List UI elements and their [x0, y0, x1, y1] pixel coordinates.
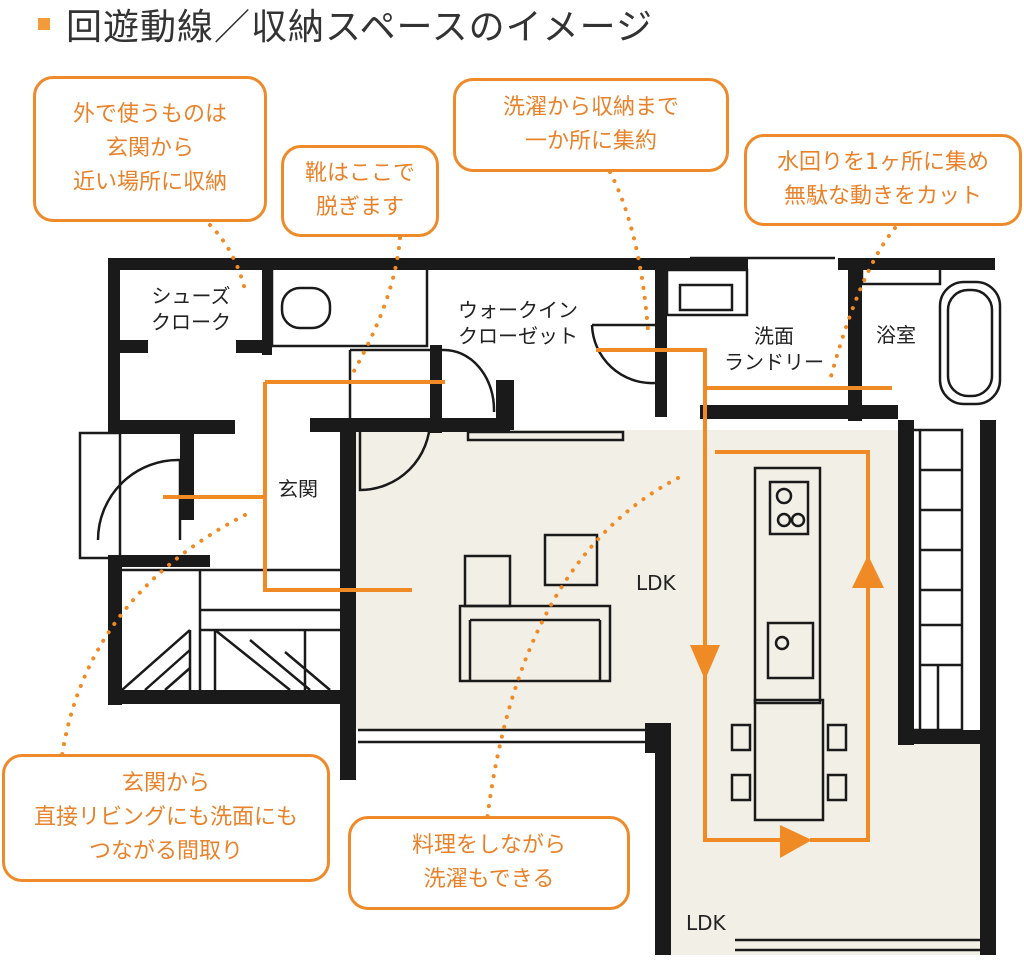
note-line: 料理をしながら [411, 833, 566, 858]
room-label-ldk: LDK [636, 571, 676, 595]
note-line: 近い場所に収納 [72, 170, 227, 195]
page-title: 回遊動線／収納スペースのイメージ [38, 2, 653, 48]
room-label-line: 洗面 [754, 324, 794, 348]
note-line: 外で使うものは [72, 102, 227, 127]
room-label-bath: 浴室 [876, 323, 916, 347]
note-shoes: 靴はここで 脱ぎます [281, 145, 439, 237]
leader-lines [58, 170, 897, 822]
note-outdoor-storage: 外で使うものは 玄関から 近い場所に収納 [33, 76, 267, 222]
note-line: 直接リビングにも洗面にも [33, 805, 298, 830]
note-line: 無駄な動きをカット [783, 184, 982, 209]
room-label-entrance: 玄関 [278, 477, 318, 501]
note-line: つながる間取り [88, 839, 243, 864]
room-label-ldk-lower: LDK [686, 911, 726, 935]
room-label-washroom: 洗面 ランドリー [712, 323, 836, 375]
note-line: 水回りを1ヶ所に集め [777, 150, 989, 175]
room-label-line: ウォークイン [458, 298, 578, 322]
note-line: 洗濯から収納まで [502, 95, 679, 120]
note-line: 一か所に集約 [524, 129, 657, 154]
note-cooking: 料理をしながら 洗濯もできる [348, 816, 630, 910]
title-bullet-icon [38, 18, 50, 30]
room-label-line: クローク [151, 310, 231, 334]
note-line: 脱ぎます [315, 195, 404, 220]
room-label-shoe-closet: シューズ クローク [136, 283, 246, 335]
room-label-line: ランドリー [724, 350, 824, 374]
room-label-line: クローゼット [458, 324, 578, 348]
walls [108, 258, 996, 955]
ldk-floor [352, 430, 990, 955]
note-entrance-access: 玄関から 直接リビングにも洗面にも つながる間取り [2, 754, 330, 882]
fixtures [78, 256, 1002, 952]
title-text: 回遊動線／収納スペースのイメージ [66, 7, 653, 48]
note-line: 玄関から [105, 136, 194, 161]
flow-arrows [690, 555, 884, 858]
flow-lines [163, 348, 892, 842]
note-laundry-storage: 洗濯から収納まで 一か所に集約 [453, 78, 729, 172]
note-line: 洗濯もできる [423, 867, 555, 892]
note-line: 靴はここで [304, 161, 415, 186]
note-water: 水回りを1ヶ所に集め 無駄な動きをカット [744, 134, 1022, 226]
room-label-line: シューズ [151, 284, 231, 308]
note-line: 玄関から [121, 771, 210, 796]
room-label-walk-in-closet: ウォークイン クローゼット [446, 297, 590, 349]
